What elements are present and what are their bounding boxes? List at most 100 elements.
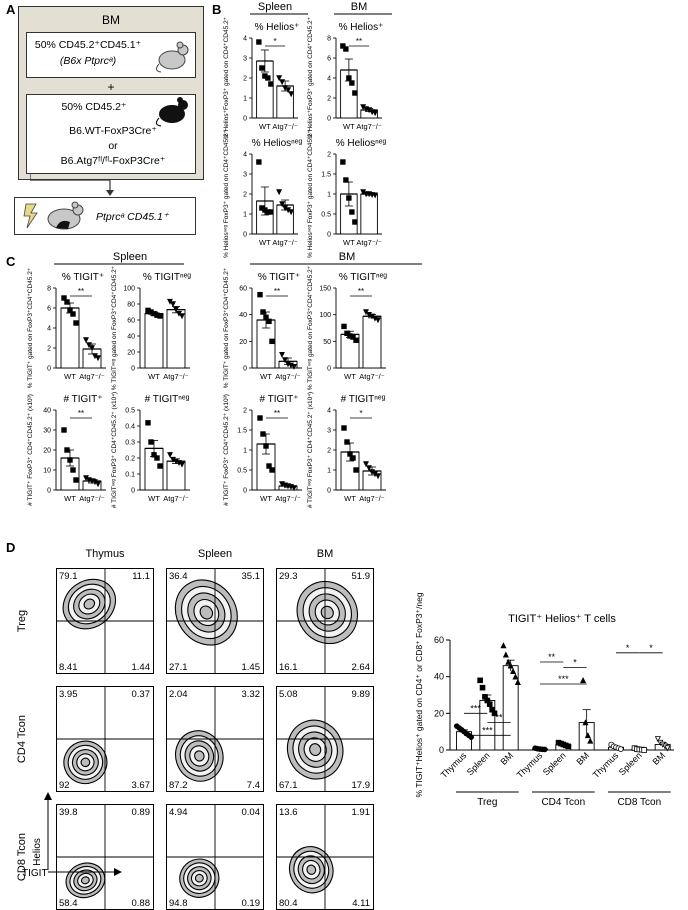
data-point <box>260 431 266 437</box>
data-point <box>276 75 283 82</box>
data-point <box>95 481 101 488</box>
quadrant-value: 5.08 <box>279 689 298 700</box>
grey-mouse-icon <box>155 41 189 73</box>
data-point <box>263 443 269 449</box>
y-tick-label: 20 <box>434 708 444 718</box>
chart-title: % Helios⁺ <box>339 22 384 33</box>
data-point <box>288 209 295 216</box>
data-point <box>83 337 89 344</box>
donor1-line1: 50% CD45.2⁺CD45.1⁺ <box>34 39 142 51</box>
x-tick-label: Thymus <box>591 750 621 780</box>
y-tick-label: 20 <box>43 448 51 455</box>
donor2-line3: B6.Atg7ᶠˡ/ᶠˡ-FoxP3Cre⁺ <box>60 155 166 167</box>
data-point <box>256 159 262 165</box>
y-tick-label: 30 <box>43 428 51 435</box>
y-tick-label: 150 <box>319 286 331 293</box>
y-tick-label: 4 <box>327 408 331 415</box>
group-label: CD4 Tcon <box>541 797 585 808</box>
bar <box>362 315 382 369</box>
data-point <box>259 65 265 71</box>
quadrant-value: 67.1 <box>279 780 298 791</box>
x-tick-label: Atg7⁻/⁻ <box>356 238 381 247</box>
quadrant-value: 0.89 <box>132 807 151 818</box>
data-point <box>61 295 67 301</box>
data-point <box>256 39 262 45</box>
x-tick-label: Atg7⁻/⁻ <box>359 494 384 503</box>
contour-ring <box>309 743 322 757</box>
data-point <box>510 667 517 674</box>
data-point <box>263 314 269 321</box>
y-tick-label: 0 <box>243 116 247 123</box>
y-tick-label: 80 <box>127 302 135 309</box>
x-tick-label: WT <box>64 372 76 381</box>
y-tick-label: 8 <box>47 286 51 293</box>
data-point <box>268 209 274 215</box>
data-point <box>266 318 272 325</box>
data-point <box>266 463 272 469</box>
quadrant-value: 39.8 <box>59 807 78 818</box>
x-tick-label: Atg7⁻/⁻ <box>272 238 297 247</box>
quadrant-value: 35.1 <box>242 571 261 582</box>
data-point <box>269 467 275 473</box>
contour-ring <box>83 598 96 610</box>
quadrant-value: 79.1 <box>59 571 78 582</box>
data-point <box>86 342 92 349</box>
y-tick-label: 4 <box>327 76 331 83</box>
data-point <box>73 477 79 483</box>
contour-ring <box>80 757 91 768</box>
bm-title: BM <box>102 13 120 27</box>
y-tick-label: 1 <box>327 192 331 199</box>
data-point <box>64 299 70 305</box>
y-tick-label: 3 <box>327 428 331 435</box>
quadrant-value: 7.4 <box>247 780 260 791</box>
data-point <box>340 159 346 165</box>
y-tick-label: 1 <box>327 468 331 475</box>
group-label: CD8 Tcon <box>617 797 661 808</box>
data-point <box>346 75 352 81</box>
panel-letter-b: B <box>212 2 222 17</box>
data-point <box>584 732 591 739</box>
significance-label: ** <box>358 287 364 296</box>
y-tick-label: 0 <box>327 232 331 239</box>
black-mouse-icon <box>155 97 188 127</box>
donor1-line2: (B6x Ptprcᵃ) <box>59 55 117 67</box>
data-point <box>352 90 358 96</box>
y-tick-label: 60 <box>239 286 247 293</box>
chart-title: % TIGIT⁺ <box>62 272 104 283</box>
chart-11: # TIGIT⁺00.511.52# TIGIT⁺ FoxP3⁺ CD4⁺CD4… <box>223 394 302 506</box>
bar <box>60 307 80 369</box>
x-tick-label: BM <box>498 750 515 767</box>
x-tick-label: Spleen <box>617 750 644 777</box>
data-point <box>341 323 347 330</box>
data-point <box>580 677 587 684</box>
data-point <box>375 473 381 480</box>
data-point <box>505 658 512 665</box>
y-tick-label: 40 <box>127 334 135 341</box>
recipient-label: Ptprcᵃ CD45.1⁺ <box>96 211 169 223</box>
y-axis-label: # TIGIT⁺ FoxP3⁺ CD4⁺CD45.2⁺ (x10³) <box>27 394 34 506</box>
chart-title: % TIGIT⁺ <box>258 272 300 283</box>
chart-title: # TIGIT⁺ <box>260 394 299 405</box>
flow-column-header: BM <box>316 548 334 560</box>
y-tick-label: 0 <box>47 488 51 495</box>
data-point <box>541 746 548 753</box>
x-tick-label: Atg7⁻/⁻ <box>163 372 188 381</box>
quadrant-value: 1.44 <box>132 662 151 673</box>
quadrant-value: 27.1 <box>169 662 188 673</box>
donor2-line1: 50% CD45.2⁺ <box>61 101 127 113</box>
data-point <box>468 734 475 740</box>
data-point <box>349 80 355 86</box>
y-tick-label: 0 <box>131 488 135 495</box>
panel-letter-c: C <box>6 254 16 269</box>
significance-label: ** <box>495 713 503 723</box>
data-point <box>372 192 379 199</box>
significance-label: ** <box>274 287 280 296</box>
significance-label: * <box>626 643 630 653</box>
